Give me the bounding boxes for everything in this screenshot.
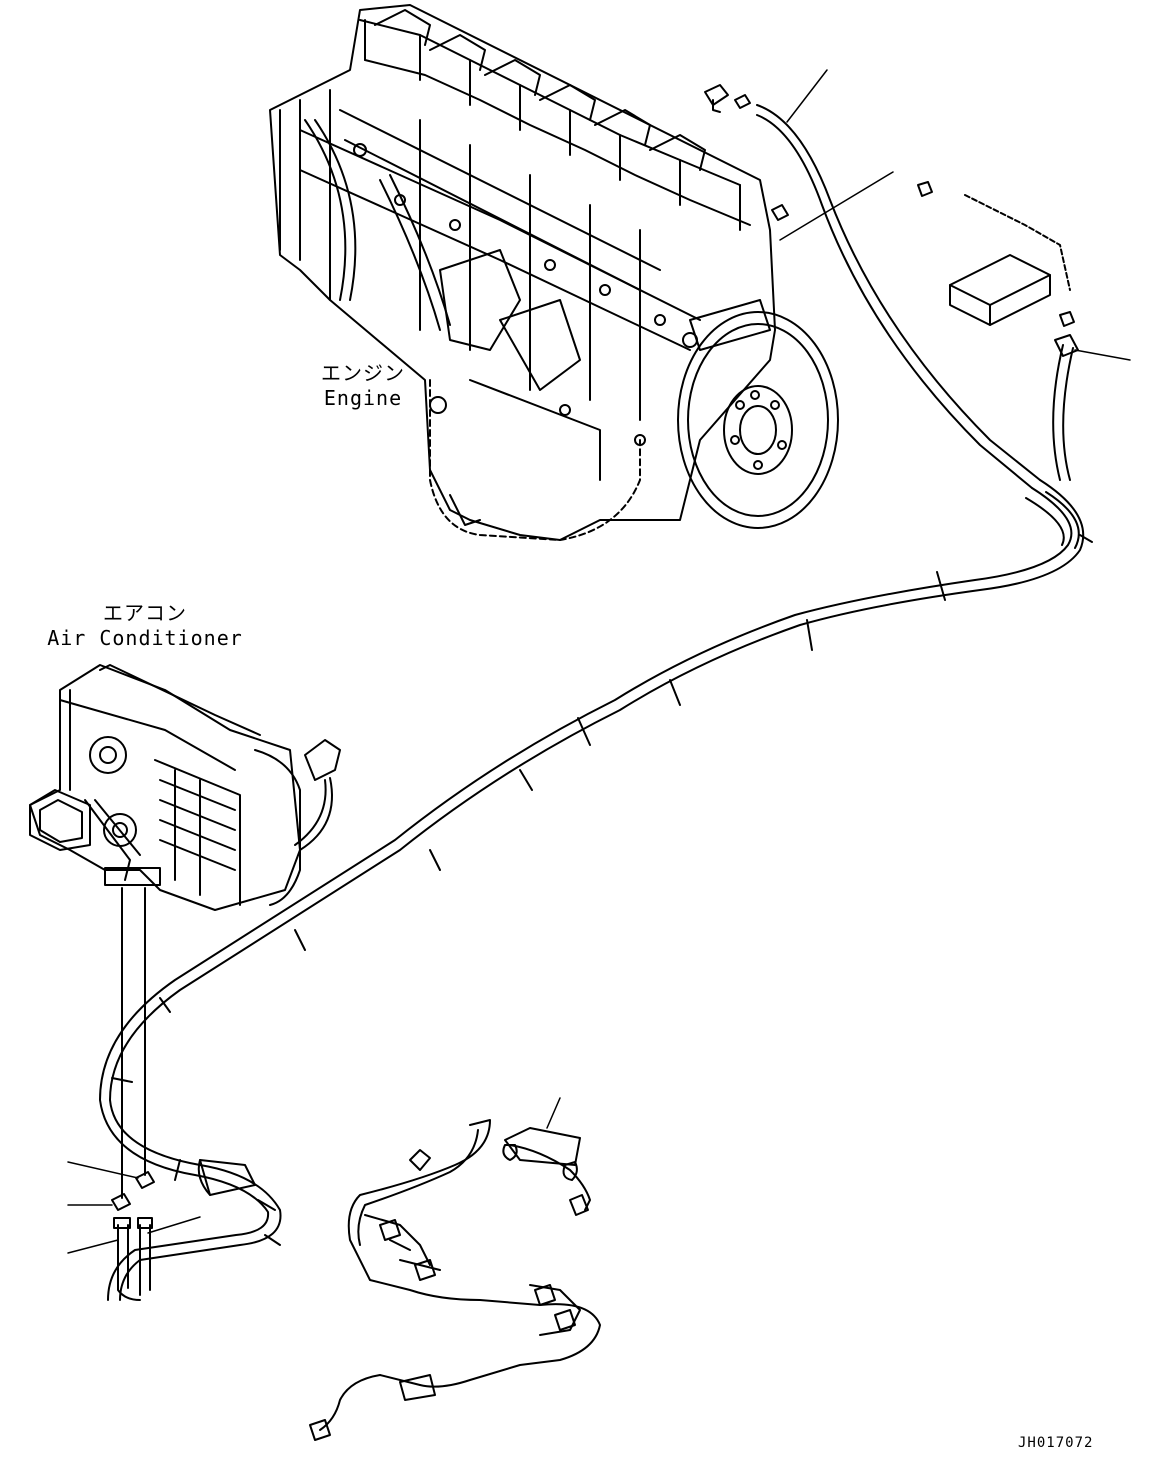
air-conditioner-label-jp: エアコン: [103, 601, 187, 625]
engine-connector-parts: [704, 84, 1075, 327]
air-conditioner-label: Air Conditioner: [47, 626, 243, 650]
engine-drawing: [269, 4, 839, 541]
drawing-number: JH017072: [1018, 1435, 1094, 1451]
air-conditioner-drawing: [29, 664, 341, 911]
hose-assembly: [99, 104, 1093, 1301]
engine-label: Engine: [323, 386, 403, 410]
leader-lines: [67, 69, 1131, 1254]
engine-label-jp: エンジン: [321, 361, 405, 385]
wiring-harness: [309, 1119, 601, 1441]
